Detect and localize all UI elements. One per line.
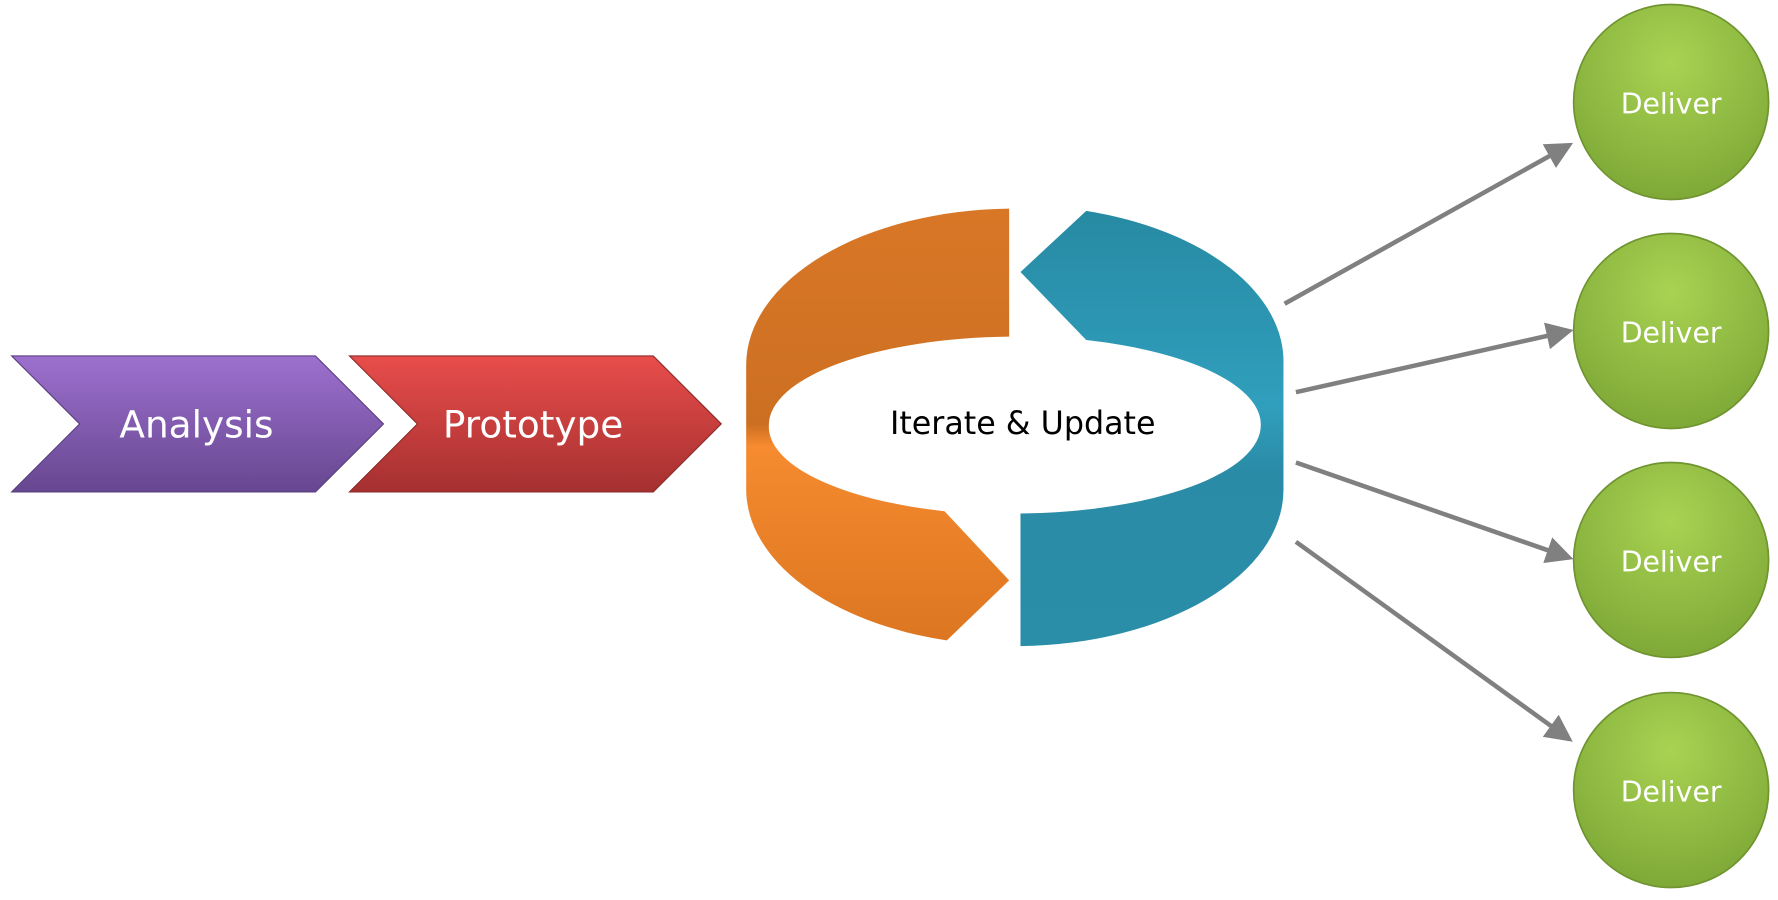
cycle-arrow-orange <box>746 208 1010 641</box>
deliver-circle <box>1572 232 1770 430</box>
deliver-circle <box>1572 461 1770 659</box>
iterate-cycle: Iterate & Update <box>746 208 1284 647</box>
deliver-label: Deliver <box>1621 316 1722 349</box>
deliver-node-1: Deliver <box>1572 3 1770 201</box>
deliver-circle <box>1572 691 1770 889</box>
arrow-to-deliver-4 <box>1294 539 1573 742</box>
arrow-to-deliver-1 <box>1283 142 1574 306</box>
deliver-label: Deliver <box>1621 87 1722 120</box>
prototype-stage: Prototype <box>348 355 723 493</box>
deliver-node-4: Deliver <box>1572 691 1770 889</box>
cycle-label: Iterate & Update <box>890 406 1156 442</box>
prototype-chevron <box>348 355 723 493</box>
prototype-label: Prototype <box>443 403 623 447</box>
arrow-to-deliver-3 <box>1295 460 1574 564</box>
deliver-node-3: Deliver <box>1572 461 1770 659</box>
deliver-circle <box>1572 3 1770 201</box>
cycle-arrow-blue <box>1020 210 1284 647</box>
delivery-arrows <box>1283 142 1574 742</box>
analysis-label: Analysis <box>119 403 273 447</box>
deliver-label: Deliver <box>1621 775 1722 808</box>
analysis-stage: Analysis <box>10 355 385 493</box>
deliver-node-2: Deliver <box>1572 232 1770 430</box>
arrow-to-deliver-2 <box>1295 322 1574 395</box>
deliver-label: Deliver <box>1621 545 1722 578</box>
analysis-chevron <box>10 355 385 493</box>
